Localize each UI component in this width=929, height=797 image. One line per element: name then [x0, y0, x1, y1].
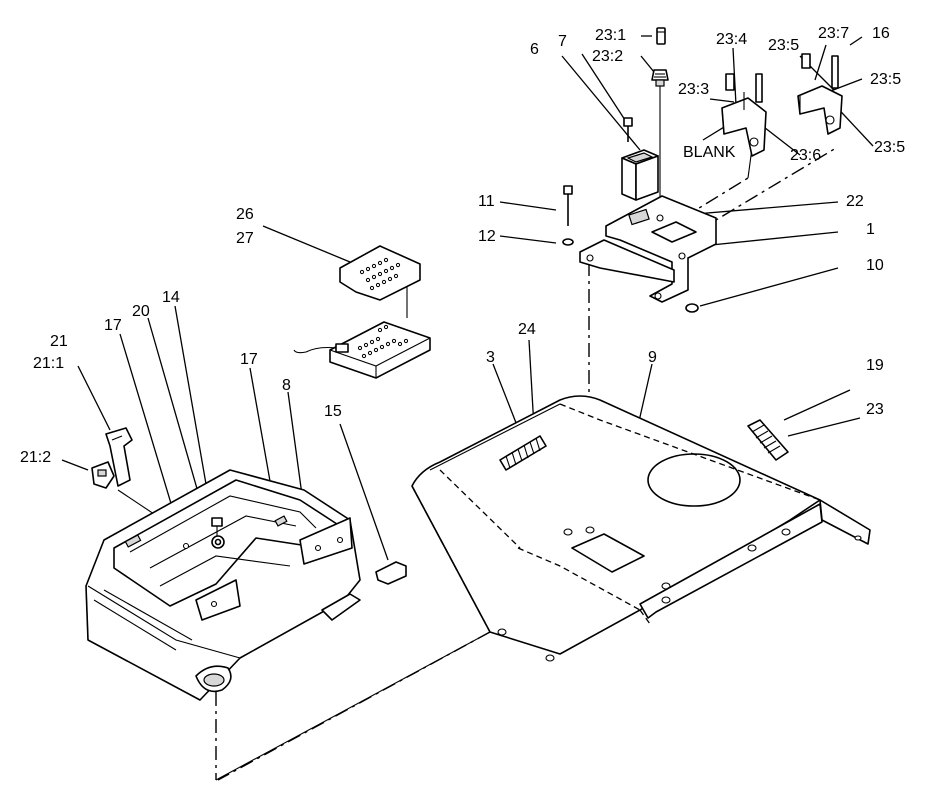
decal-26	[339, 245, 421, 301]
callout-1: 1	[866, 221, 875, 238]
bracket-right-23-7	[797, 53, 843, 135]
latch-21	[105, 427, 133, 487]
callout-26: 26	[236, 206, 254, 223]
bracket-left-23-4	[721, 73, 767, 157]
callout-16: 16	[872, 25, 890, 42]
callout-10: 10	[866, 257, 884, 274]
callout-21: 21	[50, 333, 68, 350]
callout-23-5-top: 23:5	[768, 37, 799, 54]
callout-23-2: 23:2	[592, 48, 623, 65]
callout-3: 3	[486, 349, 495, 366]
switch-6	[621, 149, 659, 201]
callout-21-1: 21:1	[33, 355, 64, 372]
seat-base-8	[85, 469, 361, 701]
spring-23	[747, 419, 789, 461]
callout-17-left: 17	[104, 317, 122, 334]
bolt-7	[623, 117, 633, 142]
tank-deck-9	[411, 395, 871, 662]
callout-20: 20	[132, 303, 150, 320]
callout-17-right: 17	[240, 351, 258, 368]
knob-15	[375, 561, 407, 585]
callout-11: 11	[478, 193, 495, 210]
callout-23: 23	[866, 401, 884, 418]
callout-9: 9	[648, 349, 657, 366]
callout-23-5-right: 23:5	[870, 71, 901, 88]
callout-24: 24	[518, 321, 536, 338]
screw-23-1	[656, 27, 666, 45]
callout-12: 12	[478, 228, 496, 245]
callout-23-1: 23:1	[595, 27, 626, 44]
latch-base-21-2	[91, 461, 115, 489]
callout-23-6: 23:6	[790, 147, 821, 164]
callout-23-7: 23:7	[818, 25, 849, 42]
nut-10	[685, 303, 699, 313]
callout-14: 14	[162, 289, 180, 306]
callout-blank: BLANK	[683, 144, 736, 161]
callout-7: 7	[558, 33, 567, 50]
callout-8: 8	[282, 377, 291, 394]
callout-15: 15	[324, 403, 342, 420]
callout-labels: 23:1 23:2 6 7 23:4 23:5 23:7 16 23:3 23:…	[20, 25, 905, 466]
callout-27: 27	[236, 230, 254, 247]
washer-12	[562, 238, 574, 246]
controller-27	[293, 321, 431, 379]
bolt-11	[563, 185, 573, 226]
callout-23-4: 23:4	[716, 31, 747, 48]
callout-6: 6	[530, 41, 539, 58]
callout-23-5-lower: 23:5	[874, 139, 905, 156]
callout-22: 22	[846, 193, 864, 210]
mount-bracket-1	[579, 195, 717, 303]
callout-21-2: 21:2	[20, 449, 51, 466]
spring-24	[499, 435, 547, 471]
callout-23-3: 23:3	[678, 81, 709, 98]
callout-19: 19	[866, 357, 884, 374]
grommet-23-2	[651, 69, 669, 87]
